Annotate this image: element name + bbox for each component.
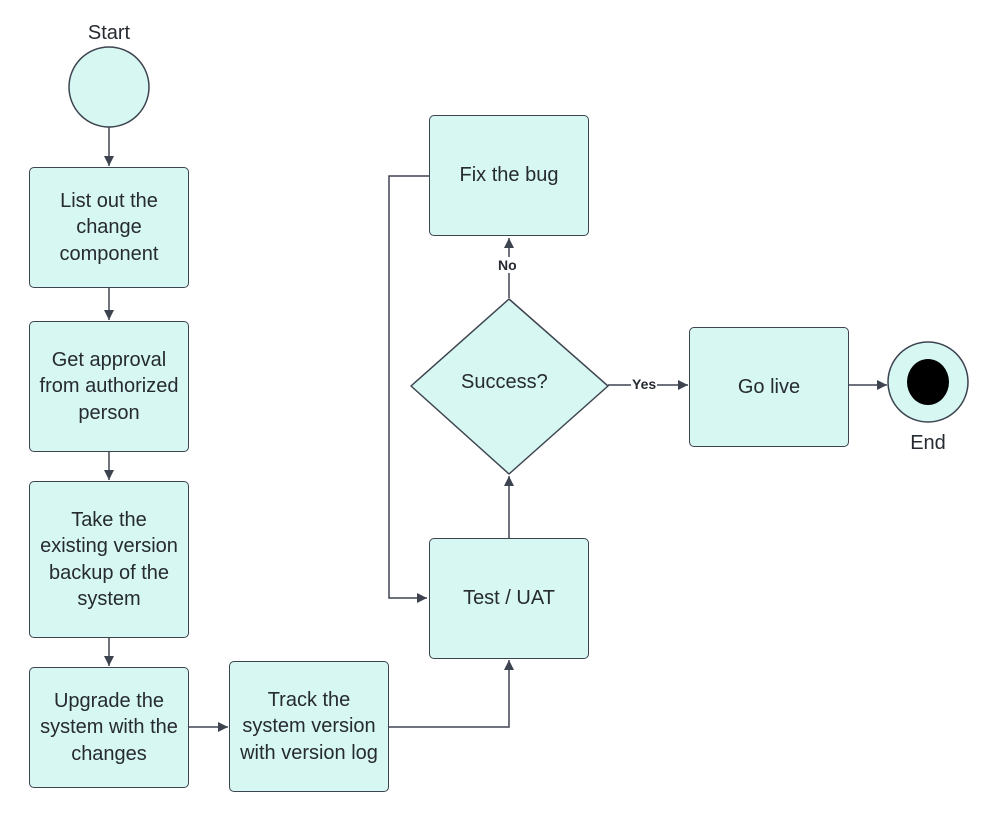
success-decision-shape [410,298,609,475]
get-approval-step: Get approval from authorized person [29,321,189,452]
edge-fix-to-test [388,175,429,603]
take-backup-step: Take the existing version backup of the … [29,481,189,638]
success-decision-label: Success? [461,371,548,393]
edge-label-no: No [497,257,518,273]
edge-label-yes: Yes [631,376,658,392]
go-live-step: Go live [689,327,849,447]
start-label: Start [87,22,131,44]
end-label: End [910,432,946,454]
edge-track-to-test [389,660,514,728]
track-version-step: Track the system version with version lo… [229,661,389,792]
upgrade-system-step: Upgrade the system with the changes [29,667,189,788]
start-node [68,46,150,128]
list-out-change-component-step: List out the change component [29,167,189,288]
test-uat-step: Test / UAT [429,538,589,659]
end-node-dot [907,359,949,405]
fix-bug-step: Fix the bug [429,115,589,236]
